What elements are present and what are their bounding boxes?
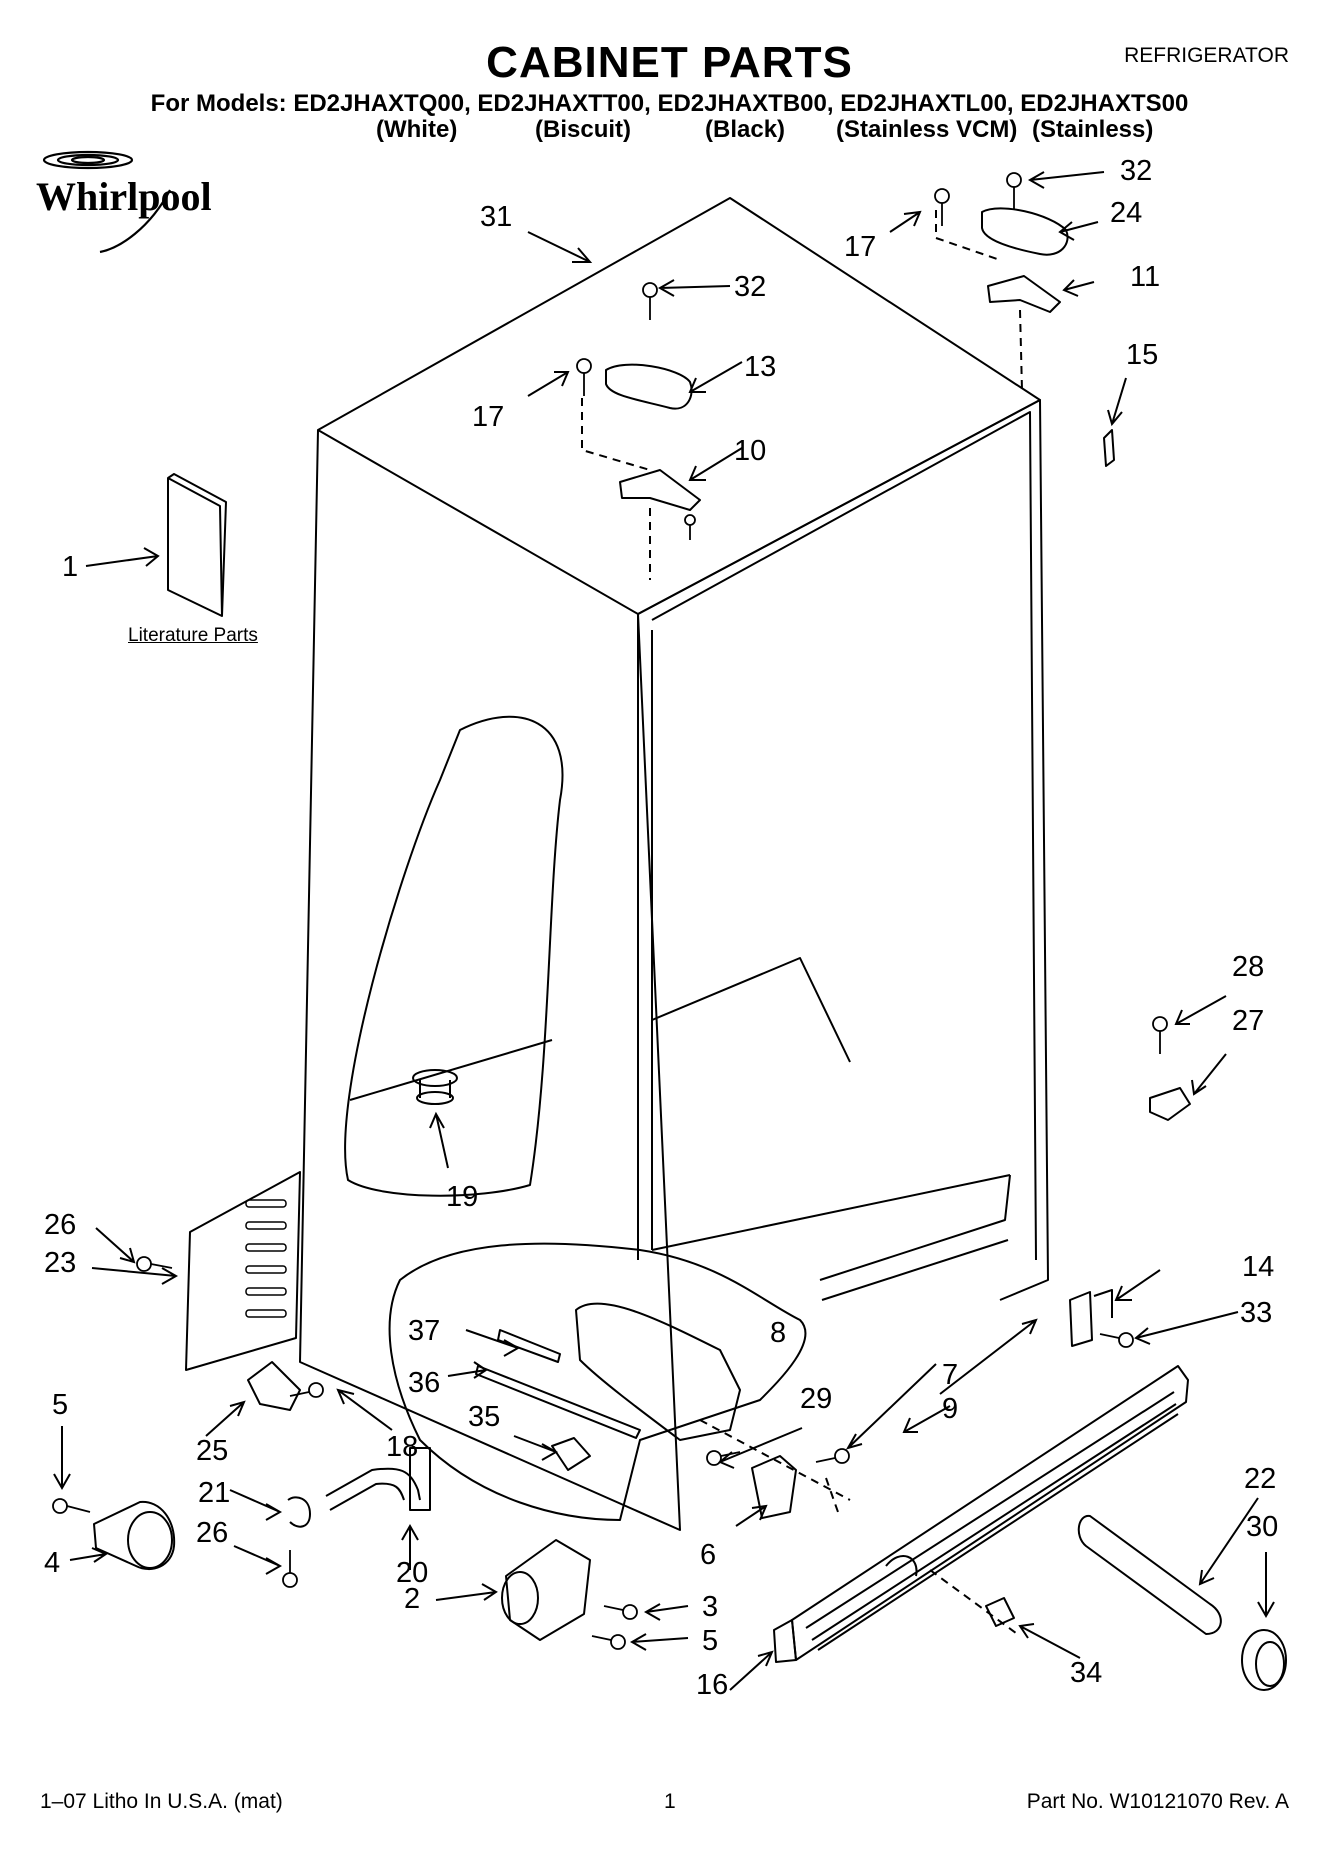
drain-tube-20 [325,1467,421,1511]
variant-white: (White) [376,116,458,143]
rear-grille [185,1171,301,1371]
callout-33: 33 [1240,1297,1272,1329]
callout-9: 9 [942,1393,958,1425]
top-hinge-left [619,469,701,511]
callout-20: 20 [396,1557,428,1589]
callout-31: 31 [480,201,512,233]
cutaway-bottom [388,1242,807,1521]
water-valve-8 [575,1302,741,1441]
leveling-roller-4 [93,1500,176,1571]
callout-27: 27 [1232,1005,1264,1037]
callout-24: 24 [1110,197,1142,229]
callout-16: 16 [696,1669,728,1701]
callout-14: 14 [1242,1251,1274,1283]
part-6 [751,1455,797,1519]
svg-text:Whirlpool: Whirlpool [36,174,212,219]
footer-page-number: 1 [664,1790,676,1813]
callout-36: 36 [408,1367,440,1399]
cabinet-left-side [299,429,681,1531]
cabinet-top [317,197,1041,615]
callout-19: 19 [446,1181,478,1213]
part-34 [985,1597,1015,1627]
cutaway-left [344,715,564,1197]
tube-36 [475,1365,641,1439]
front-roller-2 [505,1539,591,1641]
cabinet-front-frame [637,399,1049,1301]
callout-13: 13 [744,351,776,383]
callout-26a: 26 [44,1209,76,1241]
callout-10: 10 [734,435,766,467]
footer-part-number: Part No. W10121070 Rev. A [1026,1790,1289,1813]
callout-21: 21 [198,1477,230,1509]
part-35 [551,1437,591,1471]
variant-biscuit: (Biscuit) [535,116,631,143]
callout-1: 1 [62,551,78,583]
top-hinge-cover-left [605,363,693,410]
whirlpool-logo: Whirlpool [36,150,212,254]
callout-15: 15 [1126,339,1158,371]
cabinet-inner-frame [651,411,1037,1261]
variant-black: (Black) [705,116,786,143]
callout-17a: 17 [844,231,876,263]
callout-4: 4 [44,1547,60,1579]
callout-28: 28 [1232,951,1264,983]
callout-34: 34 [1070,1657,1102,1689]
water-filter-22 [1077,1514,1222,1635]
callout-3: 3 [702,1591,718,1623]
part-15 [1103,429,1115,467]
callout-32b: 32 [734,271,766,303]
callout-5b: 5 [702,1625,718,1657]
callout-35: 35 [468,1401,500,1433]
top-hinge-cover-right [981,207,1069,256]
callout-25: 25 [196,1435,228,1467]
callout-2: 2 [404,1583,420,1615]
bottom-bracket-27 [1149,1087,1191,1121]
callout-labels: 1 2 3 4 5 5 6 7 8 9 10 11 13 14 15 16 17… [44,155,1278,1701]
appliance-category: REFRIGERATOR [1124,44,1289,67]
clip-21 [287,1496,311,1528]
callout-7: 7 [942,1359,958,1391]
callout-26b: 26 [196,1517,228,1549]
callout-18: 18 [386,1431,418,1463]
callout-8: 8 [770,1317,786,1349]
callout-32a: 32 [1120,155,1152,187]
leader-lines [53,171,1275,1691]
callout-17b: 17 [472,401,504,433]
literature-booklet [167,477,223,617]
literature-parts-label: Literature Parts [128,625,258,646]
page-title: CABINET PARTS [486,38,853,87]
callout-29: 29 [800,1383,832,1415]
screws [52,172,1168,1650]
footer-litho: 1–07 Litho In U.S.A. (mat) [40,1790,283,1813]
part-25 [247,1361,301,1411]
bottom-hinge-14 [1069,1291,1093,1347]
callout-22: 22 [1244,1463,1276,1495]
tube-37 [497,1329,561,1363]
variant-stainless-vcm: (Stainless VCM) [836,116,1018,143]
callout-5a: 5 [52,1389,68,1421]
top-hinge-right [987,275,1061,313]
callout-23: 23 [44,1247,76,1279]
callout-6: 6 [700,1539,716,1571]
model-list: For Models: ED2JHAXTQ00, ED2JHAXTT00, ED… [150,90,1189,117]
callout-30: 30 [1246,1511,1278,1543]
filter-cap-30 [1241,1629,1287,1691]
callout-37: 37 [408,1315,440,1347]
callout-11: 11 [1130,261,1160,293]
variant-stainless: (Stainless) [1032,116,1154,143]
